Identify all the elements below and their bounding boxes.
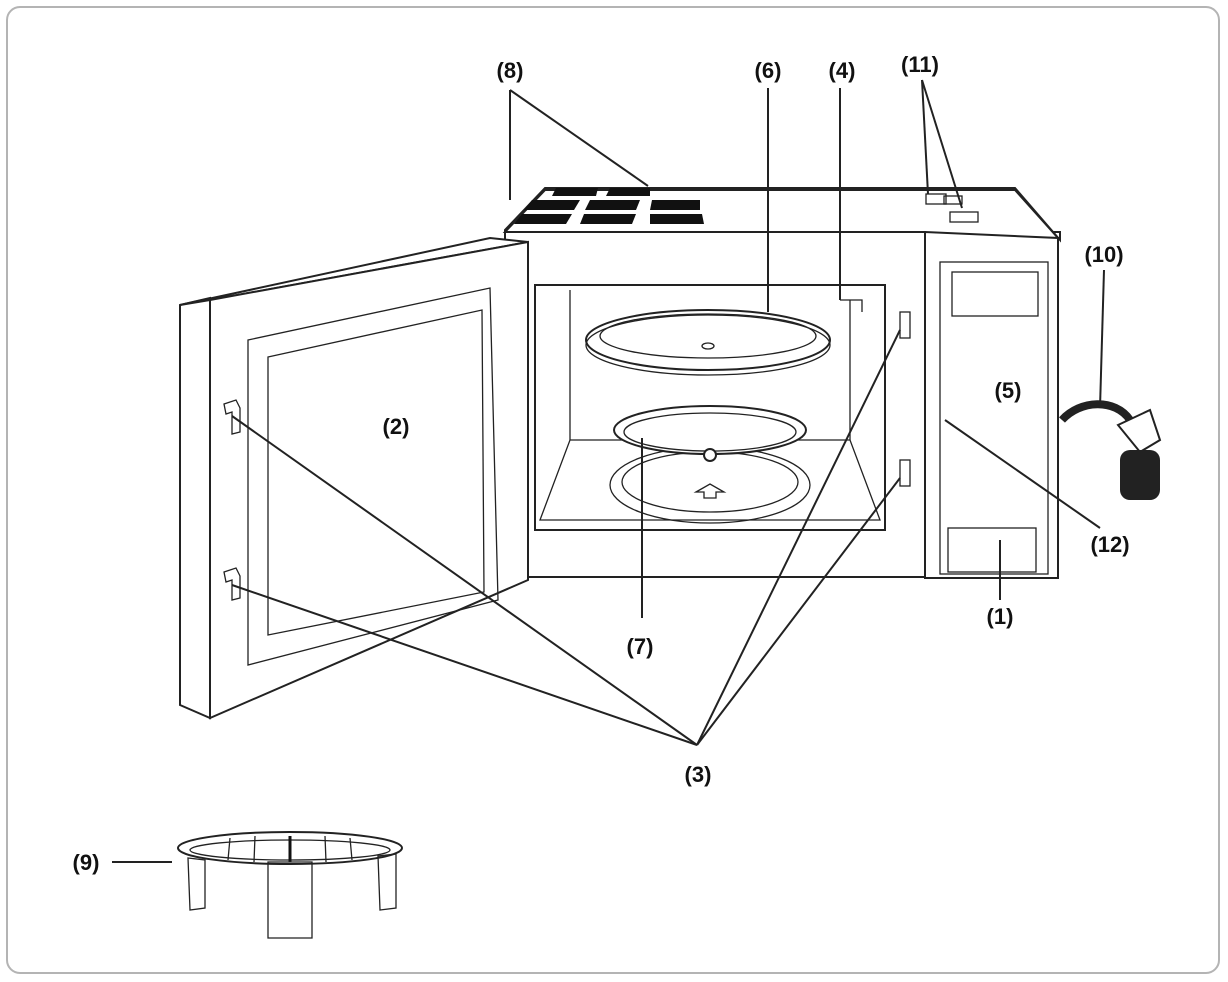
latch-hole-upper [899, 311, 911, 339]
label-9: (9) [73, 850, 100, 875]
vent-slot [606, 188, 650, 196]
control-panel [939, 261, 1049, 575]
label-12: (12) [1090, 532, 1129, 557]
vent-slot [514, 214, 572, 224]
turntable-inner [599, 313, 817, 359]
leader-11b [921, 79, 963, 209]
vent-slot [650, 214, 704, 224]
rack-spoke [253, 835, 256, 863]
roasting-rack [177, 831, 403, 939]
control-panel-housing [924, 230, 1059, 579]
rack-leg [187, 857, 206, 911]
door-window [267, 309, 485, 636]
leader-3a [231, 415, 698, 746]
top-window [943, 195, 963, 205]
leader-10 [1099, 269, 1105, 409]
label-1: (1) [987, 604, 1014, 629]
leader-3b [231, 584, 698, 746]
leader-3c [696, 329, 901, 746]
label-6: (6) [755, 58, 782, 83]
leader-8b [509, 89, 649, 187]
turntable-hub [701, 342, 715, 350]
roller-ring [609, 405, 811, 524]
door-side [179, 296, 211, 720]
label-11: (11) [901, 52, 939, 77]
label-2: (2) [383, 414, 410, 439]
control-panel-face [939, 261, 1049, 575]
vent-slot [552, 188, 598, 196]
plug-head [1116, 408, 1162, 454]
vent-slot [585, 200, 640, 210]
label-4: (4) [829, 58, 856, 83]
top-vents [514, 188, 704, 224]
label-7: (7) [627, 634, 654, 659]
oven-door [179, 236, 529, 720]
roller-wheel [703, 448, 717, 462]
plug-body [1120, 450, 1160, 500]
leader-3d [696, 477, 901, 746]
top-window [949, 211, 979, 223]
power-cord [1059, 400, 1162, 500]
top-interlock-windows [925, 193, 979, 223]
rack-spoke [324, 835, 327, 863]
rack-spoke [349, 837, 353, 861]
glass-turntable [585, 309, 831, 376]
door-seal-outer [247, 287, 499, 666]
turntable-rim [585, 314, 831, 376]
turntable-outer [585, 309, 831, 371]
leader-12 [944, 419, 1101, 529]
label-5: (5) [995, 378, 1022, 403]
door-open-button [947, 527, 1037, 573]
vent-slot [524, 200, 580, 210]
rack-leg [267, 861, 313, 939]
coupler [693, 483, 727, 499]
leader-11a [921, 79, 929, 195]
rack-spoke [227, 837, 231, 861]
rack-leg [377, 853, 397, 911]
latch-hole-lower [899, 459, 911, 487]
leader-lines [112, 79, 1105, 863]
part-labels: (8) (6) (4) (11) (10) (5) (2) (12) (1) (… [73, 52, 1130, 875]
vent-slot [580, 214, 636, 224]
door-hook-lower [223, 567, 241, 601]
door-hook-upper [223, 399, 241, 435]
waveguide-cover [840, 299, 863, 312]
display-window [951, 271, 1039, 317]
top-window [925, 193, 947, 205]
label-3: (3) [685, 762, 712, 787]
label-10: (10) [1084, 242, 1123, 267]
label-8: (8) [497, 58, 524, 83]
vent-slot [650, 200, 700, 210]
